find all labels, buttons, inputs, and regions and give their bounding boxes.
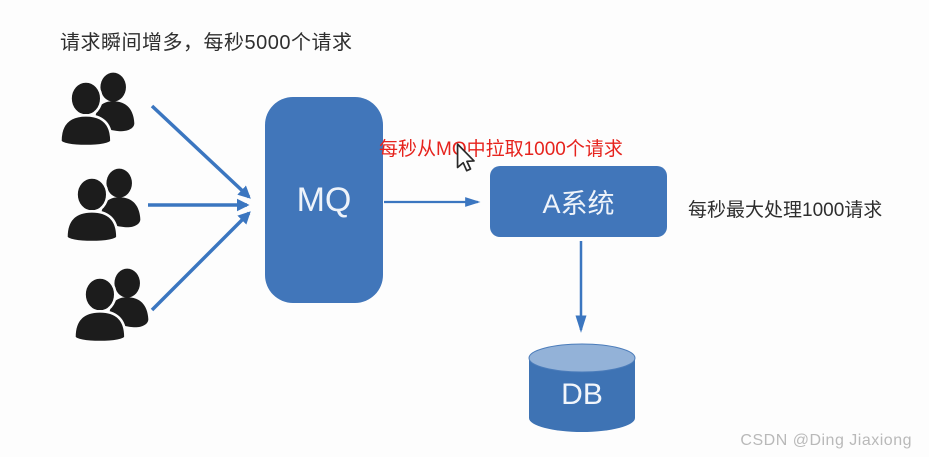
node-db: DB <box>527 342 637 434</box>
users-group-icon <box>56 70 144 150</box>
process-rate-label: 每秒最大处理1000请求 <box>688 200 883 221</box>
node-system-a: A系统 <box>490 166 667 237</box>
mouse-pointer-icon <box>452 142 478 176</box>
top-caption: 请求瞬间增多，每秒5000个请求 <box>60 32 353 54</box>
users-group-icon <box>70 266 158 346</box>
node-db-label: DB <box>561 378 603 411</box>
arrow-users1-to-mq <box>150 104 251 199</box>
node-mq: MQ <box>265 97 383 303</box>
node-system-a-label: A系统 <box>542 189 615 219</box>
database-cylinder-icon <box>528 343 636 432</box>
arrow-users3-to-mq <box>150 211 251 312</box>
watermark: CSDN @Ding Jiaxiong <box>740 432 912 449</box>
pull-rate-label: 每秒从MQ中拉取1000个请求 <box>379 139 623 160</box>
node-mq-label: MQ <box>296 180 352 219</box>
users-group-icon <box>62 166 150 246</box>
